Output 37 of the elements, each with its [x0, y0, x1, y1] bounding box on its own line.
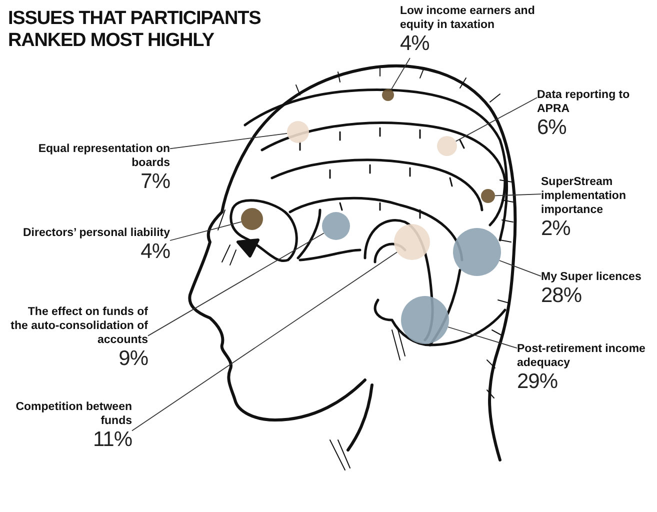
percentage-value: 6%	[537, 116, 568, 140]
percentage-value: 11%	[92, 428, 132, 452]
issue-label: Post-retirement income adequacy	[517, 342, 646, 370]
issue-label: Equal representation on boards	[37, 142, 170, 170]
marker-dot	[437, 136, 457, 156]
leader-line	[170, 132, 288, 150]
issue-label: Data reporting to APRA	[537, 88, 631, 116]
percentage-value: 9%	[118, 347, 148, 371]
percentage-value: 2%	[541, 217, 572, 241]
issue-label: The effect on funds of the auto-consolidation of accounts	[10, 305, 148, 347]
issue-label: Competition between funds	[14, 400, 132, 428]
leader-line	[455, 97, 538, 142]
leader-line	[498, 260, 542, 277]
marker-dot	[382, 89, 394, 101]
issue-label: My Super licences	[541, 270, 642, 284]
marker-dot	[241, 208, 263, 230]
marker-dot	[287, 121, 309, 143]
percentage-value: 4%	[140, 240, 170, 264]
leader-line	[494, 194, 542, 196]
percentage-value: 4%	[400, 32, 430, 56]
leader-line	[132, 252, 398, 432]
leader-line	[170, 221, 242, 241]
percentage-value: 29%	[517, 370, 559, 394]
marker-dot	[453, 228, 501, 276]
marker-dot	[322, 212, 350, 240]
percentage-value: 28%	[541, 284, 583, 308]
marker-dot	[401, 296, 449, 344]
marker-dot	[394, 224, 430, 260]
leader-line	[448, 326, 518, 349]
issue-label: SuperStream implementation importance	[541, 175, 627, 217]
leader-line	[148, 232, 324, 336]
title: ISSUES THAT PARTICIPANTS RANKED MOST HIGHLY	[8, 8, 262, 52]
marker-dot	[481, 189, 495, 203]
percentage-value: 7%	[140, 170, 170, 194]
leader-line	[390, 58, 410, 90]
issue-label: Directors’ personal liability	[22, 226, 170, 240]
issue-label: Low income earners and equity in taxation	[400, 4, 536, 32]
